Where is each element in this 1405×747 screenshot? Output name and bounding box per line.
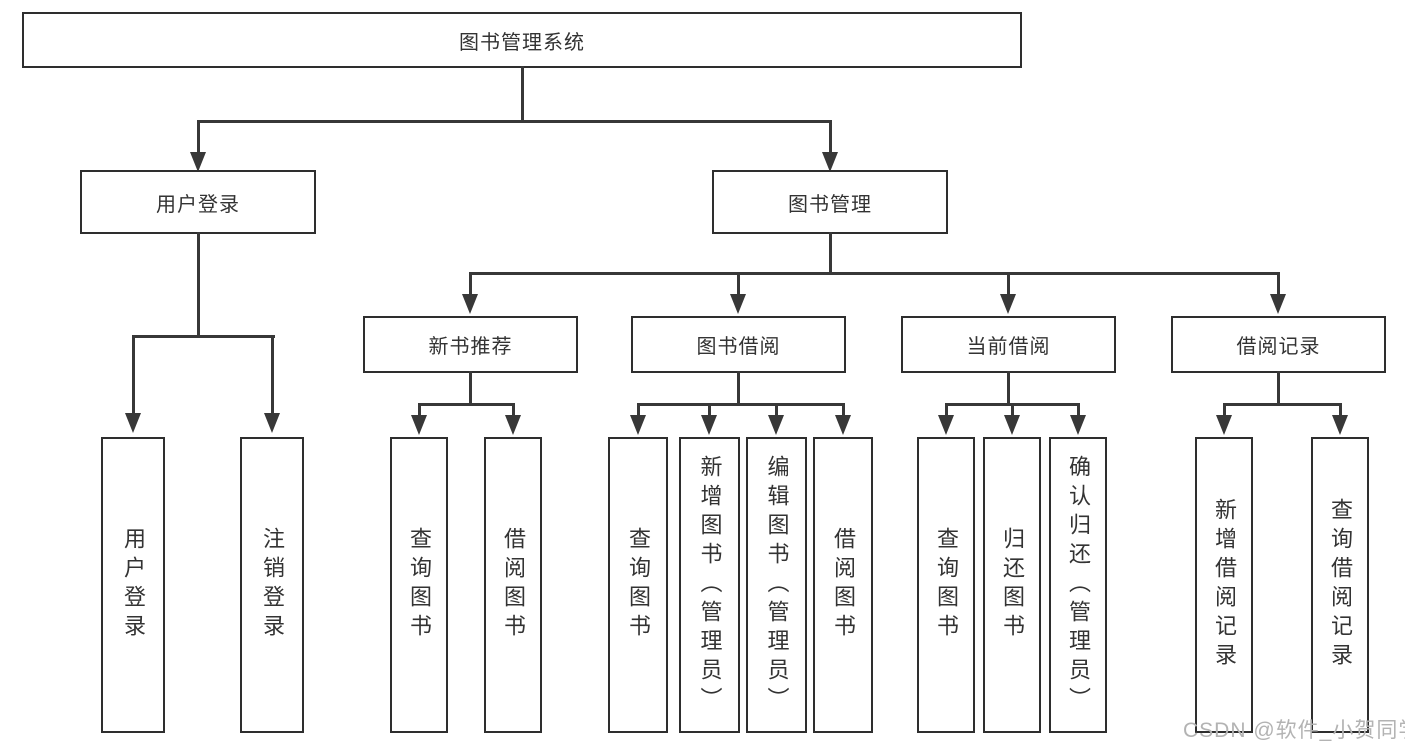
arrow-down-icon <box>768 415 784 435</box>
node-label: 图书管理系统 <box>459 31 585 54</box>
leaf-add-borrow-record: 新增借阅记录 <box>1195 437 1253 733</box>
node-new-book-recommend: 新书推荐 <box>363 316 578 373</box>
node-label: 借阅记录 <box>1236 336 1321 358</box>
leaf-logout: 注销登录 <box>240 437 304 733</box>
arrow-down-icon <box>701 415 717 435</box>
arrow-down-icon <box>938 415 954 435</box>
leaf-return-books: 归还图书 <box>983 437 1041 733</box>
connector-drop-book-borrow <box>737 272 740 296</box>
connector-drop-leaf <box>775 403 778 417</box>
arrow-down-icon <box>822 152 838 172</box>
connector-borrow-records-stem <box>1277 371 1280 405</box>
watermark: CSDN @软件_小贺同学 <box>1183 719 1405 742</box>
arrow-down-icon <box>1004 415 1020 435</box>
connector-user-login-rail <box>131 335 275 338</box>
arrow-down-icon <box>1216 415 1232 435</box>
leaf-label: 查询图书 <box>407 527 432 643</box>
node-label: 图书管理 <box>788 193 872 216</box>
arrow-down-icon <box>1332 415 1348 435</box>
connector-book-mgmt-stem <box>828 232 832 274</box>
node-label: 新书推荐 <box>428 336 513 358</box>
connector-current-borrow-stem <box>1007 371 1010 405</box>
node-borrow-records: 借阅记录 <box>1171 316 1386 373</box>
connector-drop-leaf <box>1222 403 1226 417</box>
arrow-down-icon <box>264 413 280 433</box>
leaf-label: 编辑图书（管理员） <box>764 454 790 716</box>
arrow-down-icon <box>125 413 141 433</box>
connector-new-books-stem <box>469 371 472 405</box>
connector-drop-borrow-records <box>1277 272 1280 296</box>
node-label: 图书借阅 <box>696 336 781 358</box>
leaf-user-login: 用户登录 <box>101 437 165 733</box>
arrow-down-icon <box>1270 294 1286 314</box>
leaf-label: 查询借阅记录 <box>1328 498 1353 672</box>
connector-drop-leaf <box>708 403 711 417</box>
connector-book-borrow-stem <box>737 371 740 405</box>
leaf-label: 查询图书 <box>626 527 651 643</box>
connector-drop-book-mgmt <box>828 120 832 154</box>
node-user-login: 用户登录 <box>80 170 316 234</box>
arrow-down-icon <box>835 415 851 435</box>
leaf-query-books-recommend: 查询图书 <box>390 437 448 733</box>
arrow-down-icon <box>190 152 206 172</box>
connector-drop-leaf <box>417 403 421 417</box>
connector-drop-leaf <box>1076 403 1080 417</box>
node-label: 用户登录 <box>156 193 240 216</box>
connector-book-borrow-rail <box>636 403 845 406</box>
connector-book-mgmt-rail <box>469 272 1280 275</box>
connector-borrow-records-rail <box>1222 403 1342 406</box>
leaf-label: 用户登录 <box>121 527 146 643</box>
arrow-down-icon <box>1000 294 1016 314</box>
leaf-edit-books-admin: 编辑图书（管理员） <box>746 437 807 733</box>
leaf-query-borrow-record: 查询借阅记录 <box>1311 437 1369 733</box>
leaf-borrow-books: 借阅图书 <box>813 437 873 733</box>
connector-drop-leaf <box>1010 403 1014 417</box>
connector-drop-leaf <box>841 403 845 417</box>
connector-new-books-rail <box>417 403 515 406</box>
leaf-query-books-current: 查询图书 <box>917 437 975 733</box>
leaf-label: 借阅图书 <box>501 527 526 643</box>
arrow-down-icon <box>630 415 646 435</box>
leaf-label: 借阅图书 <box>831 527 856 643</box>
connector-root-rail <box>196 120 832 123</box>
leaf-confirm-return-admin: 确认归还（管理员） <box>1049 437 1107 733</box>
arrow-down-icon <box>730 294 746 314</box>
connector-drop-current-borrow <box>1007 272 1010 296</box>
leaf-borrow-books-recommend: 借阅图书 <box>484 437 542 733</box>
connector-root-stem <box>520 66 524 120</box>
connector-user-login-stem <box>196 232 200 337</box>
leaf-label: 新增图书（管理员） <box>697 454 723 716</box>
connector-drop-leaf <box>944 403 948 417</box>
node-root-library-system: 图书管理系统 <box>22 12 1022 68</box>
leaf-label: 新增借阅记录 <box>1212 498 1237 672</box>
node-book-management: 图书管理 <box>712 170 948 234</box>
connector-drop-login-leaf <box>131 335 135 415</box>
arrow-down-icon <box>1070 415 1086 435</box>
leaf-query-books-borrowing: 查询图书 <box>608 437 668 733</box>
node-book-borrowing: 图书借阅 <box>631 316 846 373</box>
connector-drop-leaf <box>1338 403 1342 417</box>
leaf-add-books-admin: 新增图书（管理员） <box>679 437 740 733</box>
connector-drop-logout-leaf <box>270 335 274 415</box>
leaf-label: 注销登录 <box>260 527 285 643</box>
connector-drop-leaf <box>511 403 515 417</box>
leaf-label: 归还图书 <box>1000 527 1025 643</box>
leaf-label: 查询图书 <box>934 527 959 643</box>
leaf-label: 确认归还（管理员） <box>1066 454 1091 716</box>
node-current-borrowing: 当前借阅 <box>901 316 1116 373</box>
node-label: 当前借阅 <box>966 336 1051 358</box>
arrow-down-icon <box>462 294 478 314</box>
connector-drop-leaf <box>636 403 640 417</box>
arrow-down-icon <box>505 415 521 435</box>
arrow-down-icon <box>411 415 427 435</box>
connector-drop-new-books <box>469 272 472 296</box>
connector-drop-user-login <box>196 120 200 154</box>
